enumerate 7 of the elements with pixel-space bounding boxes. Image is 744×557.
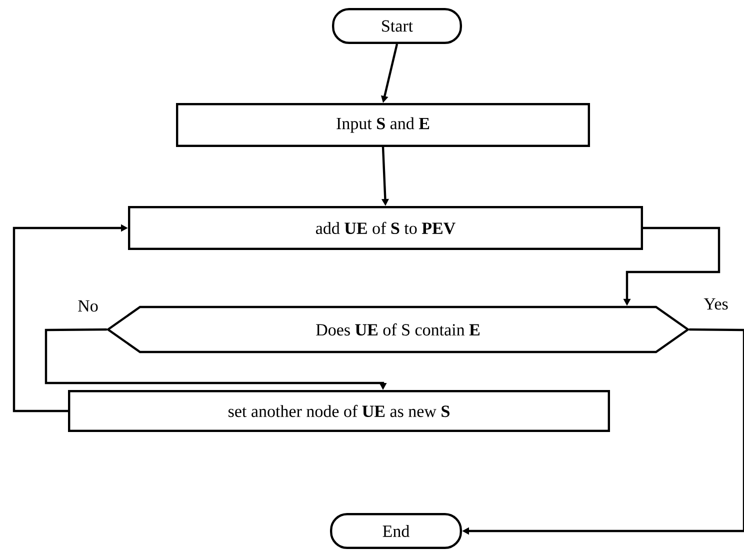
edge-label: No [76,299,100,313]
process-box: set another node of UE as new S [68,390,610,432]
edge-label: Yes [702,297,730,311]
process-box: add UE of S to PEV [128,206,643,250]
process-box: Input S and E [176,103,590,147]
terminal-box: Start [332,8,462,44]
terminal-box: End [330,513,462,549]
